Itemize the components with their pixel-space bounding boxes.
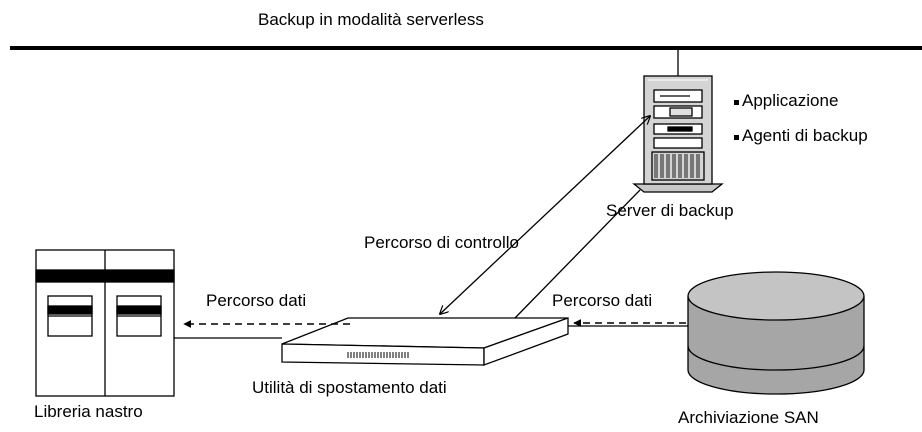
control-path-label: Percorso di controllo: [364, 233, 519, 252]
san-storage-label: Archiviazione SAN: [678, 408, 819, 427]
data-path-label-right: Percorso dati: [552, 291, 653, 310]
server-bullet-item: Applicazione: [742, 91, 839, 110]
data-mover-label: Utilità di spostamento dati: [252, 378, 447, 397]
tape-library-label: Libreria nastro: [34, 402, 143, 421]
data-path-label-left: Percorso dati: [206, 291, 307, 310]
server-label: Server di backup: [606, 201, 734, 220]
data-mover-icon: [281, 317, 569, 366]
bullet-icon: [734, 100, 739, 105]
page-title: Backup in modalità serverless: [258, 10, 484, 29]
san-storage-icon: [687, 271, 865, 395]
server-bullet-item: Agenti di backup: [742, 126, 868, 145]
bullet-icon: [734, 135, 739, 140]
backup-server-icon: [632, 75, 724, 193]
control-path-arrow: [440, 116, 650, 314]
tape-library-icon: [35, 249, 175, 397]
